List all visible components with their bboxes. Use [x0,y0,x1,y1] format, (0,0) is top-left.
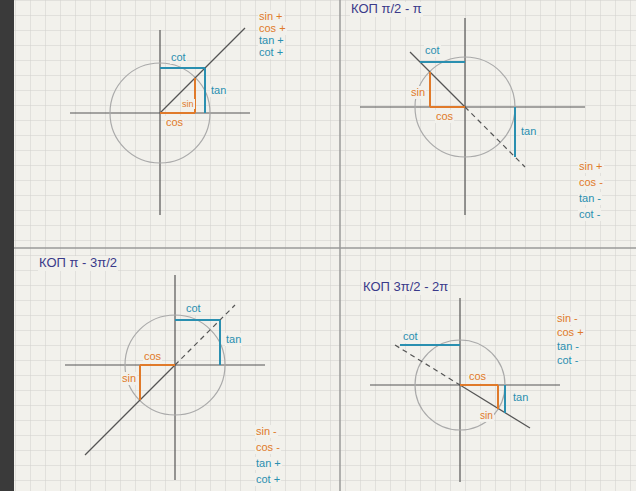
line-label: cos [435,110,454,123]
line-label: tan [512,391,529,404]
quadrant-heading: КОП π/2 - π [350,2,423,17]
sign-note: cos - [578,176,604,189]
line-label: tan [520,125,537,138]
quadrant-two [360,18,585,215]
quadrant-heading: КОП π - 3π/2 [38,256,118,271]
sign-note: cot - [556,354,579,367]
quadrant-heading: КОП 3π/2 - 2π [362,280,449,295]
sign-note: sin + [258,10,284,23]
line-label: sin [121,372,137,385]
line-label: cot [170,51,187,64]
line-label: sin [479,410,494,422]
line-label: sin [410,86,426,99]
sign-note: cos + [556,326,585,339]
line-label: cos [468,370,487,383]
page-edge [0,0,14,491]
fold-line [339,0,341,491]
line-label: cot [424,44,441,57]
sign-note: sin + [578,160,604,173]
line-label: cos [165,116,184,129]
quadrant-three [65,275,265,480]
line-label: tan [225,333,242,346]
sign-note: cot + [258,46,284,59]
fold-line [14,247,636,249]
line-label: cot [402,330,419,343]
sign-note: tan + [255,457,282,470]
sign-note: cos + [258,22,287,35]
sign-note: tan + [258,34,285,47]
sign-note: sin - [556,312,579,325]
sign-note: tan - [578,192,602,205]
line-label: cos [143,350,162,363]
sign-note: cot + [255,473,281,486]
sign-note: cot - [578,208,601,221]
line-label: cot [185,302,202,315]
line-label: tan [210,84,227,97]
sign-note: tan - [556,340,580,353]
sign-note: cos - [255,441,281,454]
line-label: sin [181,99,195,109]
quadrant-four [370,298,560,482]
sign-note: sin - [255,425,278,438]
quadrant-one [70,28,250,215]
